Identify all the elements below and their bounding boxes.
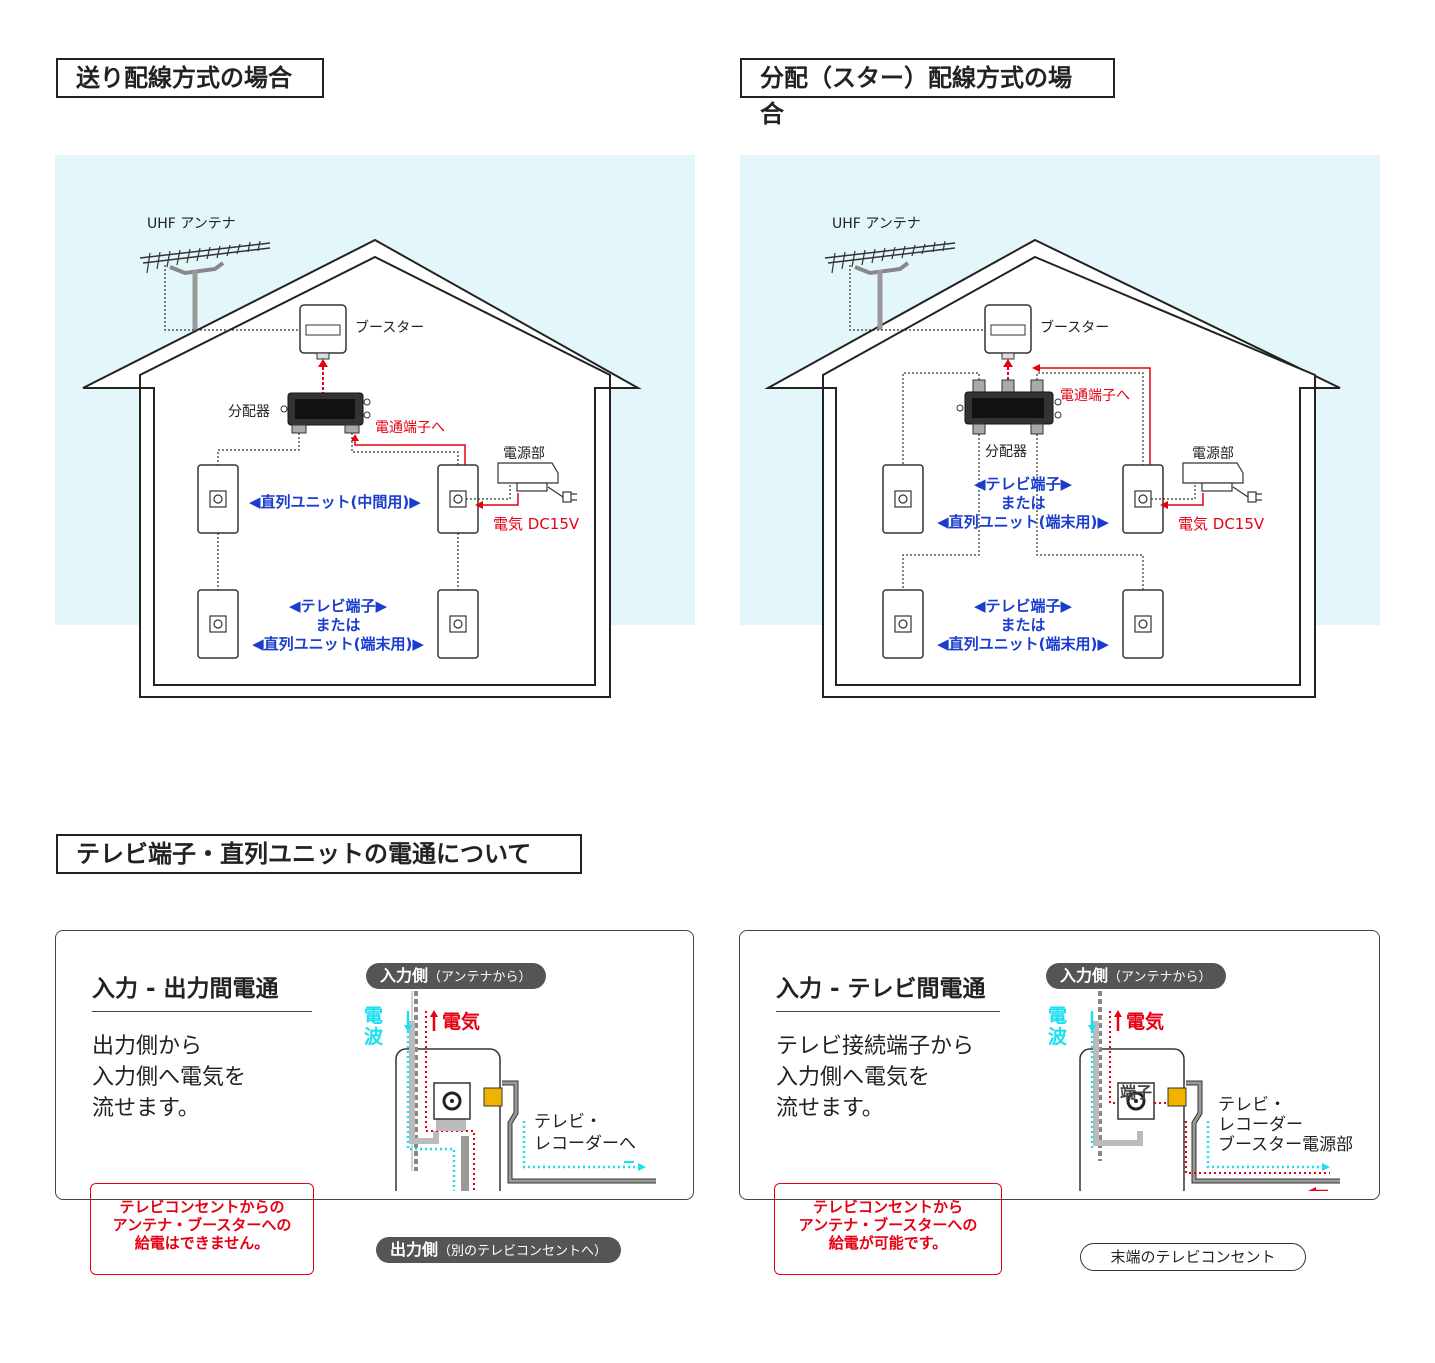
output-side-pill: 出力側（別のテレビコンセントへ） bbox=[376, 1237, 622, 1263]
wave-label: 電 波 bbox=[1048, 1005, 1068, 1048]
outlet-body bbox=[1079, 1048, 1185, 1191]
antenna-label: UHF アンテナ bbox=[147, 216, 236, 232]
voltage-label: 電気 DC15V bbox=[1178, 515, 1265, 533]
power-terminal-label: 電通端子へ bbox=[1060, 388, 1130, 404]
heading-power-pass: テレビ端子・直列ユニットの電通について bbox=[56, 834, 582, 874]
upper-terminal-line1: ◀テレビ端子▶ bbox=[973, 475, 1073, 493]
terminal-label: ◀テレビ端子▶ または ◀直列ユニット(端末用)▶ bbox=[245, 597, 431, 654]
electric-label: 電気 bbox=[1126, 1011, 1165, 1033]
splitter-label: 分配器 bbox=[985, 444, 1027, 460]
power-unit-label: 電源部 bbox=[503, 446, 545, 462]
antenna-label: UHF アンテナ bbox=[832, 216, 921, 232]
panel-title: 入力 - 出力間電通 bbox=[92, 969, 312, 1012]
star-house-drawing bbox=[740, 155, 1380, 698]
end-outlet-label: 末端のテレビコンセント bbox=[1080, 1243, 1306, 1271]
upper-terminal-label: ◀テレビ端子▶ または ◀直列ユニット(端末用)▶ bbox=[930, 475, 1116, 532]
power-unit-icon bbox=[497, 462, 577, 503]
panel-body: 出力側から 入力側へ電気を 流せます。 bbox=[92, 1034, 247, 1121]
input-side-pill-sub: （アンテナから） bbox=[428, 970, 532, 985]
terminal-label-line1: ◀テレビ端子▶ bbox=[288, 597, 388, 615]
tv-recorder-booster-label: テレビ・ レコーダー ブースター電源部 bbox=[1218, 1095, 1354, 1155]
lower-terminal-line2: または bbox=[1000, 616, 1046, 634]
splitter-icon bbox=[956, 379, 1062, 435]
input-side-pill: 入力側（アンテナから） bbox=[1046, 963, 1226, 989]
input-output-wiring-drawing bbox=[395, 991, 656, 1191]
panel-body: テレビ接続端子から 入力側へ電気を 流せます。 bbox=[776, 1034, 975, 1121]
heading-series-wiring: 送り配線方式の場合 bbox=[56, 58, 324, 98]
power-unit-label: 電源部 bbox=[1192, 446, 1234, 462]
upper-terminal-line2: または bbox=[1000, 494, 1046, 512]
uhf-antenna-icon bbox=[824, 240, 956, 330]
warning-note: テレビコンセントからの アンテナ・ブースターへの 給電はできません。 bbox=[90, 1183, 314, 1275]
middle-unit-label: ◀直列ユニット(中間用)▶ bbox=[249, 493, 421, 511]
tv-recorder-label: テレビ・ レコーダーへ bbox=[534, 1112, 636, 1154]
power-terminal-label: 電通端子へ bbox=[375, 420, 445, 436]
input-output-panel: 入力 - 出力間電通 出力側から 入力側へ電気を 流せます。 テレビコンセントか… bbox=[55, 930, 694, 1275]
panel-title: 入力 - テレビ間電通 bbox=[776, 969, 1000, 1012]
input-tv-panel: 入力 - テレビ間電通 テレビ接続端子から 入力側へ電気を 流せます。 テレビコ… bbox=[739, 930, 1380, 1275]
lower-terminal-line3: ◀直列ユニット(端末用)▶ bbox=[937, 635, 1109, 653]
voltage-label: 電気 DC15V bbox=[493, 515, 580, 533]
input-side-pill-main: 入力側 bbox=[380, 966, 429, 985]
series-house-drawing bbox=[55, 155, 695, 698]
splitter-label: 分配器 bbox=[228, 404, 270, 420]
star-wiring-diagram: UHF アンテナ ブースター 分配器 電通端子へ 電源部 電気 DC15V ◀テ… bbox=[740, 155, 1380, 715]
electric-label: 電気 bbox=[442, 1011, 481, 1033]
uhf-antenna-icon bbox=[139, 240, 271, 330]
booster-label: ブースター bbox=[355, 320, 425, 336]
plug-icon bbox=[483, 1087, 503, 1107]
info-note: テレビコンセントから アンテナ・ブースターへの 給電が可能です。 bbox=[774, 1183, 1002, 1275]
terminal-label-line3: ◀直列ユニット(端末用)▶ bbox=[252, 635, 424, 653]
lower-terminal-label: ◀テレビ端子▶ または ◀直列ユニット(端末用)▶ bbox=[930, 597, 1116, 654]
booster-label: ブースター bbox=[1040, 320, 1110, 336]
power-unit-icon bbox=[1182, 462, 1262, 503]
output-side-pill-sub: （別のテレビコンセントへ） bbox=[438, 1244, 608, 1259]
series-wiring-diagram: UHF アンテナ ブースター 分配器 電通端子へ 電源部 ◀直列ユニット(中間用… bbox=[55, 155, 695, 715]
lower-terminal-line1: ◀テレビ端子▶ bbox=[973, 597, 1073, 615]
heading-star-wiring: 分配（スター）配線方式の場合 bbox=[740, 58, 1115, 128]
plug-icon bbox=[1167, 1087, 1187, 1107]
input-side-pill: 入力側（アンテナから） bbox=[366, 963, 546, 989]
splitter-icon bbox=[280, 392, 371, 434]
terminal-label-line2: または bbox=[315, 616, 361, 634]
input-tv-wiring-drawing bbox=[1079, 991, 1340, 1191]
terminal-label: 端子 bbox=[1120, 1083, 1153, 1102]
wave-label: 電 波 bbox=[364, 1005, 384, 1048]
output-side-pill-main: 出力側 bbox=[390, 1240, 439, 1259]
upper-terminal-line3: ◀直列ユニット(端末用)▶ bbox=[937, 513, 1109, 531]
input-side-pill-sub: （アンテナから） bbox=[1108, 970, 1212, 985]
input-side-pill-main: 入力側 bbox=[1060, 966, 1109, 985]
